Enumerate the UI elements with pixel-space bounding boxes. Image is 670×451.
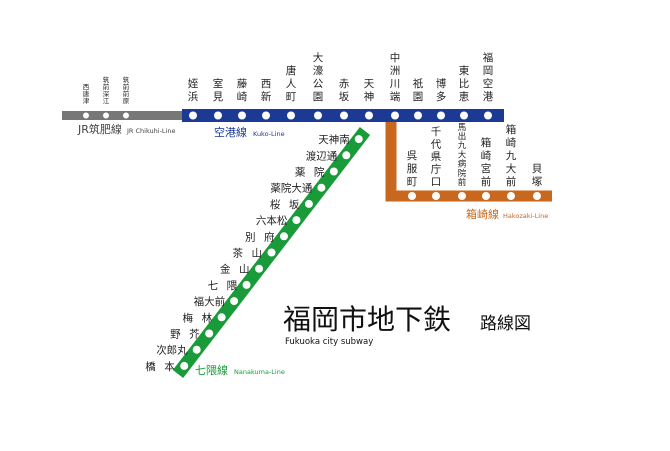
kuko-station-label: 唐人町 [286, 64, 297, 103]
hakozaki-station-dot [408, 192, 416, 200]
kuko-station-dot [314, 111, 322, 120]
nanakuma-station-dot [255, 264, 264, 273]
hakozaki-line-name-en: Hakozaki-Line [503, 212, 548, 220]
jr-chikuhi-line-name: JR筑肥線 [77, 122, 122, 136]
jr-chikuhi-line-track [62, 111, 182, 120]
nanakuma-station-label: 野芥 [170, 329, 200, 341]
nanakuma-line-name-en: Nanakuma-Line [234, 368, 285, 376]
nanakuma-station-label: 茶山 [233, 247, 263, 260]
kuko-station-label: 姪浜 [188, 77, 199, 103]
kuko-station-label: 大濠公園 [313, 51, 324, 103]
map-title-english: Fukuoka city subway [285, 337, 373, 347]
kuko-station-dot [437, 111, 445, 120]
hakozaki-station-dot [533, 192, 541, 200]
nanakuma-station-dot [230, 297, 239, 306]
nanakuma-station-dot [242, 280, 251, 289]
nanakuma-station-label: 天神南 [318, 133, 350, 146]
kuko-station-label: 福岡空港 [483, 51, 494, 103]
kuko-station-label: 祇園 [413, 78, 424, 103]
nanakuma-station-label: 橋本 [145, 360, 175, 373]
jr-station-label: 筑前深江 [103, 75, 110, 105]
hakozaki-station-dot [458, 192, 466, 200]
kuko-station-label: 赤坂 [339, 78, 350, 103]
hakozaki-station-dot [432, 192, 440, 200]
station-dots [83, 111, 541, 370]
kuko-station-dot [189, 111, 197, 120]
map-title: 福岡市地下鉄 [283, 303, 451, 336]
hakozaki-station-label: 千代県庁口 [431, 126, 442, 188]
kuko-station-dot [414, 111, 422, 120]
nanakuma-station-label: 薬院 [295, 166, 325, 179]
hakozaki-station-label: 呉服町 [407, 150, 418, 188]
jr-station-label: 筑前前原 [123, 75, 130, 105]
kuko-line-name: 空港線 [214, 125, 247, 139]
kuko-station-dot [484, 111, 492, 120]
hakozaki-station-dot [482, 192, 490, 200]
kuko-station-dot [365, 111, 373, 120]
hakozaki-station-label: 馬出九大病院前 [458, 123, 467, 188]
nanakuma-station-dot [192, 345, 201, 354]
jr-chikuhi-line-name-en: JR Chikuhi-Line [126, 127, 175, 135]
jr-station-dot [83, 112, 89, 119]
kuko-station-dot [460, 111, 468, 120]
nanakuma-station-dot [317, 183, 326, 192]
jr-station-dot [123, 112, 129, 119]
kuko-station-label: 室見 [213, 77, 224, 103]
kuko-station-label: 藤崎 [237, 78, 248, 103]
nanakuma-station-label: 別府 [245, 230, 275, 243]
kuko-station-dot [340, 111, 348, 120]
nanakuma-station-dot [267, 248, 276, 257]
kuko-station-label: 西新 [261, 78, 272, 103]
nanakuma-station-dot [329, 167, 338, 176]
kuko-line-name-en: Kuko-Line [253, 130, 285, 138]
nanakuma-station-label: 次郎丸 [156, 344, 188, 357]
nanakuma-station-label: 桜坂 [270, 198, 300, 211]
kuko-station-dot [287, 111, 295, 120]
nanakuma-station-dot [292, 216, 301, 225]
kuko-station-label: 博多 [436, 77, 447, 103]
nanakuma-station-dot [304, 199, 313, 208]
nanakuma-station-dot [205, 329, 214, 338]
hakozaki-line-track [385, 122, 552, 202]
nanakuma-station-label: 福大前 [194, 295, 226, 308]
nanakuma-station-dot [180, 361, 189, 370]
nanakuma-station-label: 七隈 [208, 280, 238, 292]
jr-station-dot [103, 112, 109, 119]
hakozaki-station-label: 箱崎宮前 [481, 136, 492, 188]
hakozaki-station-label: 貝塚 [532, 163, 543, 188]
hakozaki-station-dot [507, 192, 515, 200]
nanakuma-station-dot [342, 151, 351, 160]
nanakuma-station-label: 渡辺通 [306, 149, 338, 162]
nanakuma-station-label: 薬院大通 [270, 182, 312, 195]
nanakuma-station-dot [217, 313, 226, 322]
hakozaki-station-label: 箱崎九大前 [506, 123, 517, 188]
kuko-station-dot [391, 111, 399, 120]
nanakuma-line-name: 七隈線 [195, 363, 228, 377]
jr-station-label: 西唐津 [83, 83, 90, 105]
kuko-station-label: 天神 [364, 78, 375, 103]
kuko-station-label: 東比恵 [459, 64, 470, 103]
kuko-station-label: 中洲川端 [390, 51, 401, 103]
nanakuma-station-label: 梅林 [183, 311, 213, 324]
nanakuma-station-label: 金山 [220, 263, 250, 276]
kuko-station-dot [214, 111, 222, 120]
nanakuma-station-dot [354, 135, 363, 144]
nanakuma-station-label: 六本松 [256, 214, 288, 227]
hakozaki-line-name: 箱崎線 [466, 207, 499, 221]
nanakuma-station-dot [279, 232, 288, 241]
kuko-station-dot [238, 111, 246, 120]
kuko-station-dot [262, 111, 270, 120]
map-title-suffix: 路線図 [480, 314, 531, 334]
